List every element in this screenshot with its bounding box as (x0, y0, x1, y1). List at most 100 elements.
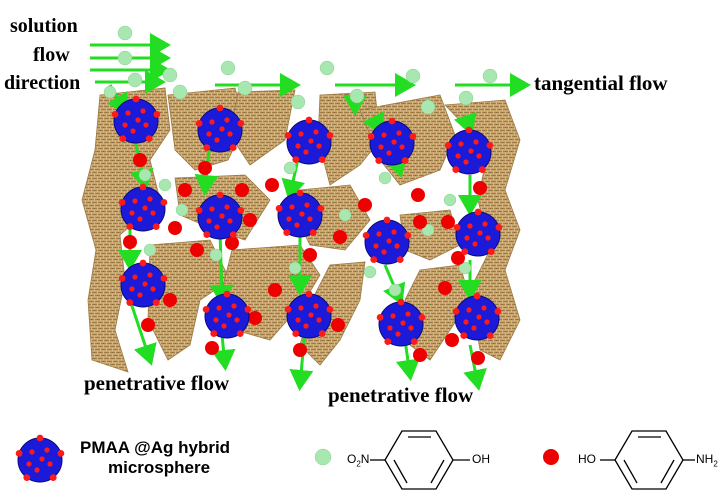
product-dot (411, 188, 425, 202)
product-dot (123, 235, 137, 249)
product-dot (198, 161, 212, 175)
legend-product-dot (543, 449, 559, 465)
pmaa-ag-microsphere (367, 117, 417, 166)
pmaa-ag-microsphere (284, 290, 334, 339)
microspheres (111, 95, 503, 347)
product-dot (445, 333, 459, 347)
product-dot (168, 221, 182, 235)
pmaa-ag-microsphere (118, 183, 168, 232)
reactant-dot (363, 265, 377, 279)
aminophenol-structure (600, 430, 695, 490)
nitro-group-label: O2N (347, 452, 370, 469)
product-dot (451, 251, 465, 265)
product-dot (265, 178, 279, 192)
reactant-dot (378, 171, 392, 185)
product-dot (133, 153, 147, 167)
nitrophenol-structure (370, 430, 470, 490)
product-dots (123, 153, 487, 365)
reactant-dot (158, 178, 172, 192)
product-dot (225, 236, 239, 250)
fibre (81, 87, 171, 373)
penetrative-flow-label-right: penetrative flow (328, 383, 474, 407)
product-dot (413, 348, 427, 362)
reactant-dot (172, 84, 188, 100)
amino-group-label: NH2 (696, 452, 718, 469)
reactant-dot (237, 80, 253, 96)
reactant-dot (405, 68, 421, 84)
reactant-dot (458, 261, 472, 275)
nitrophenol-oh-label: OH (472, 452, 490, 466)
pmaa-ag-microsphere (195, 104, 245, 153)
reactant-dot (175, 203, 189, 217)
product-dot (190, 243, 204, 257)
reactant-dot (127, 72, 143, 88)
reactant-dot (338, 208, 352, 222)
penetration-arrow (463, 344, 487, 391)
product-dot (333, 230, 347, 244)
reactant-dot (290, 94, 306, 110)
legend-reactant-dot (314, 448, 332, 466)
product-dot (331, 318, 345, 332)
reactant-dot (319, 60, 335, 76)
pmaa-ag-microsphere (362, 216, 412, 265)
reactant-dot (209, 248, 223, 262)
legend-microsphere (15, 434, 65, 483)
penetration-arrow (289, 329, 314, 391)
reactant-dot (162, 67, 178, 83)
reactant-dot (349, 88, 365, 104)
product-dot (248, 311, 262, 325)
pmaa-ag-microsphere (444, 126, 494, 175)
product-dot (303, 248, 317, 262)
product-dot (235, 183, 249, 197)
product-dot (358, 198, 372, 212)
pmaa-ag-microsphere (452, 292, 502, 341)
pmaa-ag-microsphere (195, 191, 245, 240)
penetration-arrow (128, 299, 157, 366)
reactant-dot (103, 85, 117, 99)
product-dot (441, 215, 455, 229)
pmaa-ag-microsphere (202, 290, 252, 339)
reactant-dot (288, 261, 302, 275)
legend-microsphere-label: PMAA @Ag hybrid microsphere (80, 438, 230, 479)
reactant-dot (283, 161, 297, 175)
tangential-flow-label: tangential flow (534, 71, 668, 95)
reactant-dot (458, 90, 474, 106)
product-dot (243, 213, 257, 227)
reactant-dot (388, 283, 402, 297)
product-dot (293, 343, 307, 357)
reactant-dots (103, 25, 498, 297)
pmaa-ag-microsphere (111, 95, 161, 144)
reactant-dot (220, 60, 236, 76)
reactant-dot (117, 25, 133, 41)
product-dot (473, 181, 487, 195)
penetration-arrow (211, 334, 236, 371)
product-dot (438, 281, 452, 295)
pmaa-ag-microsphere (118, 259, 168, 308)
flow-label: flow (33, 44, 70, 66)
reactant-dot (443, 193, 457, 207)
direction-label: direction (4, 72, 81, 94)
legend-microsphere-line1: PMAA @Ag hybrid (80, 438, 231, 457)
pmaa-ag-microsphere (453, 208, 503, 257)
reactant-dot (117, 50, 133, 66)
pmaa-ag-microsphere (275, 189, 325, 238)
product-dot (163, 293, 177, 307)
product-dot (413, 215, 427, 229)
pmaa-ag-microsphere (376, 298, 426, 347)
reactant-dot (482, 68, 498, 84)
legend-microsphere-line2: microsphere (108, 458, 211, 478)
product-dot (178, 183, 192, 197)
aminophenol-ho-label: HO (578, 452, 596, 466)
product-dot (268, 283, 282, 297)
product-dot (205, 341, 219, 355)
penetration-arrow (209, 229, 234, 306)
reactant-dot (143, 243, 157, 257)
reactant-dot (138, 168, 152, 182)
reactant-dot (420, 99, 436, 115)
product-dot (471, 351, 485, 365)
penetrative-flow-label-left: penetrative flow (84, 371, 230, 395)
product-dot (141, 318, 155, 332)
pmaa-ag-microsphere (284, 116, 334, 165)
pmaa-ag-microsphere (15, 434, 65, 483)
